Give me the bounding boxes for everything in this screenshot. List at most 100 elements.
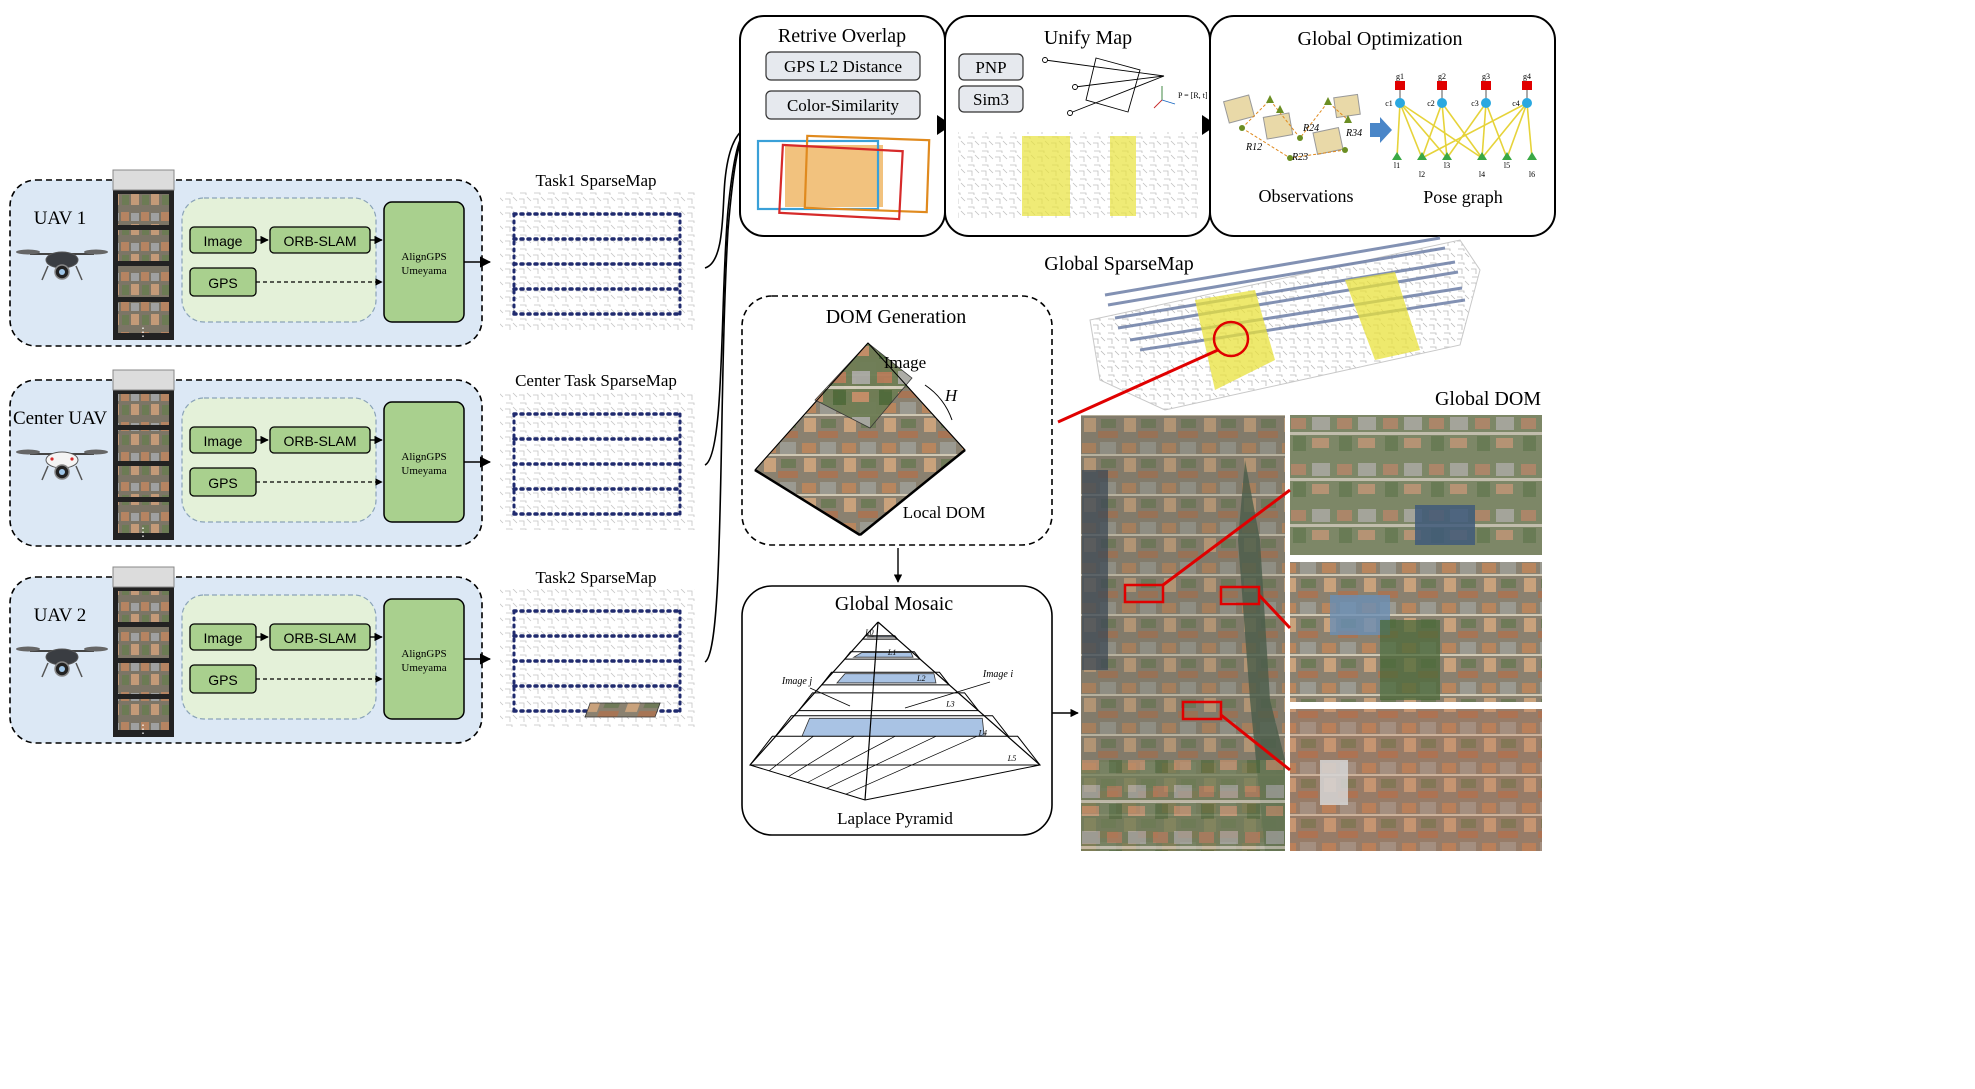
- landmark-node: [1392, 152, 1402, 160]
- uav-name: UAV 1: [34, 208, 87, 229]
- sim3-button: [958, 85, 1024, 113]
- overlap-rect-orange: [803, 134, 931, 214]
- align-gps-label: AlignGPS: [401, 648, 446, 660]
- local-dom-label: Local DOM: [903, 503, 986, 522]
- c-label: c2: [1427, 99, 1435, 108]
- task-sparsemap: [500, 589, 695, 727]
- merge-connector: [704, 127, 746, 663]
- global-optimization-panel: Global Optimization R12 R24 R23 R34 g1c1…: [1209, 15, 1556, 237]
- pnp-label: PNP: [975, 58, 1006, 77]
- laplace-pyramid-label: Laplace Pyramid: [837, 809, 953, 828]
- highlight-connector-line: [1057, 348, 1219, 424]
- umeyama-label: Umeyama: [401, 662, 446, 674]
- dom-zoom-tiles: [1290, 415, 1542, 851]
- pyramid-level-label: L4: [978, 728, 987, 737]
- pyramid-level-label: L5: [1007, 754, 1016, 763]
- global-mosaic-title: Global Mosaic: [835, 593, 953, 615]
- pyramid-image-patch: [836, 673, 937, 684]
- gps-node-label: GPS: [208, 672, 238, 688]
- image-node-label: Image: [204, 630, 243, 646]
- gps-prior-node: [1522, 81, 1532, 90]
- arrow-to-pose-graph: [1370, 117, 1392, 143]
- pnp-projection-sketch: [1042, 57, 1176, 116]
- image-label: Image: [884, 353, 926, 372]
- umeyama-label: Umeyama: [401, 265, 446, 277]
- image-j-label: Image j: [781, 676, 812, 687]
- image-pyramid-projection: [754, 342, 966, 537]
- global-dom-label: Global DOM: [1435, 388, 1541, 410]
- sparsemap-label: Task2 SparseMap: [535, 568, 656, 587]
- unify-map-title: Unify Map: [1044, 27, 1132, 49]
- task-sparsemap: [500, 392, 695, 530]
- gps-prior-node: [1395, 81, 1405, 90]
- sparsemap-highlight-circle: [1212, 320, 1250, 358]
- pose-graph-label: Pose graph: [1423, 187, 1503, 207]
- gps-prior-node: [1437, 81, 1447, 90]
- landmark-node: [1442, 152, 1452, 160]
- color-similarity-label: Color-Similarity: [787, 96, 900, 115]
- global-sparsemap: [1089, 236, 1481, 411]
- color-similarity-button: [765, 90, 921, 120]
- mosaic-image-patch: [584, 702, 661, 718]
- dom-highlight-1: [1123, 583, 1165, 604]
- landmark-node: [1477, 152, 1487, 160]
- pyramid-image-patch: [852, 652, 914, 658]
- pyramid-level-label: L2: [916, 674, 925, 683]
- align-gps-label: AlignGPS: [401, 451, 446, 463]
- l-label: l6: [1529, 170, 1535, 179]
- dom-highlight-3: [1181, 700, 1223, 721]
- edge-label-r12: R12: [1245, 142, 1262, 153]
- camera-node: [1481, 98, 1491, 108]
- pyramid-level: [797, 692, 980, 712]
- landmark-node: [1417, 152, 1427, 160]
- image-i-label: Image i: [982, 669, 1013, 680]
- retrieve-overlap-title: Retrive Overlap: [778, 25, 906, 47]
- edge-label-r34: R34: [1345, 128, 1362, 139]
- height-label: H: [944, 386, 959, 405]
- l-label: l5: [1504, 161, 1510, 170]
- observations-sketch: [1222, 93, 1361, 161]
- pyramid-image-patch: [800, 717, 985, 738]
- uav-name: Center UAV: [13, 408, 107, 429]
- more-frames-icon: ⋮: [137, 525, 149, 539]
- slam-module: [181, 594, 377, 720]
- drone-icon: [16, 449, 108, 481]
- camera-node: [1437, 98, 1447, 108]
- landmark-node: [1527, 152, 1537, 160]
- gps-l2-distance-label: GPS L2 Distance: [784, 57, 902, 76]
- slam-module: [181, 397, 377, 523]
- global-optimization-title: Global Optimization: [1298, 28, 1463, 50]
- camera-node: [1522, 98, 1532, 108]
- l-label: l3: [1444, 161, 1450, 170]
- gps-node-label: GPS: [208, 275, 238, 291]
- global-dom-map: [1081, 415, 1285, 851]
- more-frames-icon: ⋮: [137, 325, 149, 339]
- l-label: l1: [1394, 161, 1400, 170]
- pyramid-level-label: L1: [887, 648, 896, 657]
- g-label: g3: [1482, 72, 1490, 81]
- observations-label: Observations: [1259, 186, 1354, 206]
- pyramid-level-label: L3: [945, 700, 954, 709]
- gps-prior-node: [1481, 81, 1491, 90]
- overlap-rectangles: [756, 134, 931, 221]
- global-sparsemap-label: Global SparseMap: [1044, 253, 1193, 275]
- unified-point-cloud: [958, 132, 1198, 220]
- image-node-label: Image: [204, 233, 243, 249]
- edge-label-r24: R24: [1302, 123, 1319, 134]
- dom-generation-panel: DOM Generation Image H Local DOM: [741, 295, 1053, 546]
- g-label: g4: [1523, 72, 1531, 81]
- dom-generation-title: DOM Generation: [826, 306, 967, 328]
- c-label: c4: [1512, 99, 1520, 108]
- overlap-rect-red: [778, 143, 904, 221]
- orb-slam-label: ORB-SLAM: [283, 630, 356, 646]
- sim3-label: Sim3: [973, 90, 1009, 109]
- image-sequence-strip: [112, 566, 175, 737]
- camera-node: [1395, 98, 1405, 108]
- drone-icon: [16, 646, 108, 678]
- c-label: c3: [1471, 99, 1479, 108]
